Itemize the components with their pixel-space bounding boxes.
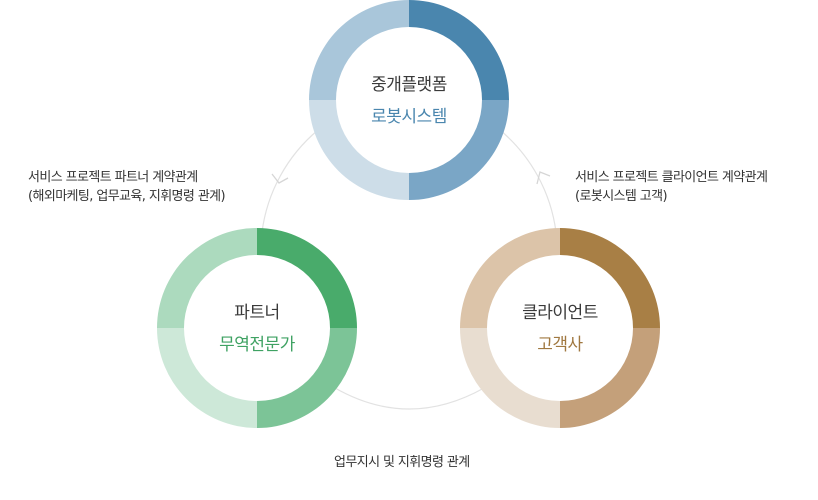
relation-line: (로봇시스템 고객)	[575, 189, 668, 204]
client-title: 클라이언트	[522, 303, 598, 323]
partner-ring-segment	[257, 328, 357, 428]
partner-ring-segment	[157, 328, 257, 428]
partner-ring-segment	[257, 228, 357, 328]
connector-partner-client	[334, 387, 485, 410]
relation-line: 서비스 프로젝트 클라이언트 계약관계	[575, 170, 768, 185]
client-ring-segment	[560, 328, 660, 428]
partner-subtitle: 무역전문가	[219, 335, 295, 355]
partner-ring-segment	[157, 228, 257, 328]
platform-client-relation: 서비스 프로젝트 클라이언트 계약관계 (로봇시스템 고객)	[575, 168, 768, 206]
connector-platform-client	[499, 129, 557, 233]
relation-line: 서비스 프로젝트 파트너 계약관계	[28, 170, 198, 185]
client-subtitle: 고객사	[537, 335, 583, 355]
platform-title: 중개플랫폼	[371, 75, 447, 95]
partner-title: 파트너	[234, 303, 280, 323]
client-ring-segment	[460, 328, 560, 428]
relation-line: (해외마케팅, 업무교육, 지휘명령 관계)	[28, 189, 226, 204]
arrow-left-icon	[271, 173, 289, 184]
platform-ring-segment	[409, 100, 509, 200]
partner-client-relation: 업무지시 및 지휘명령 관계	[334, 455, 470, 470]
platform-subtitle: 로봇시스템	[371, 107, 447, 127]
platform-ring-segment	[409, 0, 509, 100]
arrow-right-icon	[536, 171, 551, 185]
client-ring-segment	[560, 228, 660, 328]
platform-ring-segment	[309, 0, 409, 100]
platform-ring-segment	[309, 100, 409, 200]
connector-platform-partner	[261, 129, 319, 233]
client-ring-segment	[460, 228, 560, 328]
platform-partner-relation: 서비스 프로젝트 파트너 계약관계 (해외마케팅, 업무교육, 지휘명령 관계)	[28, 168, 226, 206]
